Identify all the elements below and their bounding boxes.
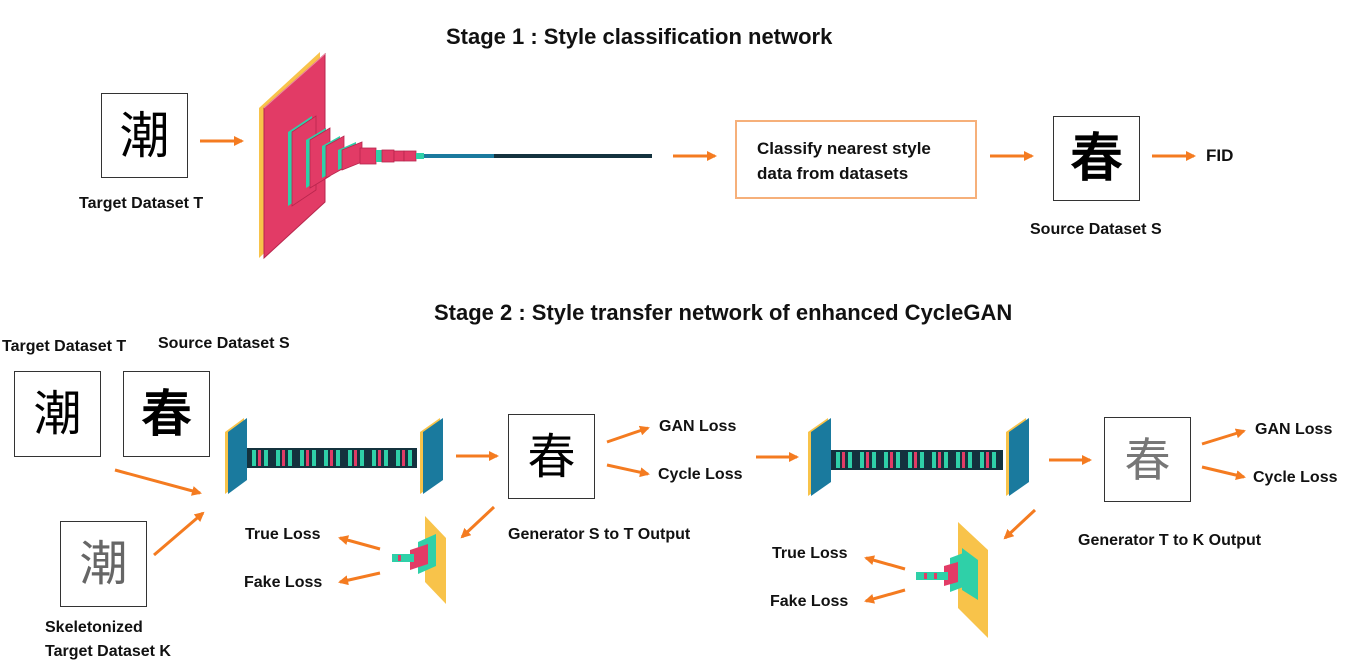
classify-box: Classify nearest style data from dataset…: [735, 120, 977, 199]
stage2-target-label: Target Dataset T: [2, 338, 127, 355]
skeleton-label-line2: Target Dataset K: [45, 643, 171, 660]
gen2-gan-loss: GAN Loss: [1255, 421, 1333, 438]
stage1-source-label: Source Dataset S: [1030, 221, 1162, 238]
fid-label: FID: [1206, 146, 1234, 165]
gen2-output-label: Generator T to K Output: [1078, 532, 1262, 549]
gen1-gan-loss: GAN Loss: [659, 418, 737, 435]
skeleton-image: 潮: [60, 521, 147, 607]
discriminator-2: [916, 522, 988, 638]
stage1-title: Stage 1 : Style classification network: [446, 24, 833, 49]
gen2-output-glyph: 春: [1124, 432, 1171, 487]
classify-text: Classify nearest style data from dataset…: [757, 139, 931, 183]
gen1-output-glyph: 春: [527, 428, 576, 485]
stage1-target-image: 潮: [101, 93, 188, 178]
stage2-source-image: 春: [123, 371, 210, 457]
skeleton-glyph: 潮: [79, 536, 128, 592]
gen2-output-image: 春: [1104, 417, 1191, 502]
stage1-target-label: Target Dataset T: [79, 195, 204, 212]
stage2-source-label: Source Dataset S: [158, 335, 290, 352]
skeleton-label-line1: Skeletonized: [45, 619, 143, 636]
disc1-fake-loss: Fake Loss: [244, 574, 323, 591]
stage2-title: Stage 2 : Style transfer network of enha…: [434, 300, 1013, 325]
generator-s-to-t: [225, 418, 443, 494]
target-glyph: 潮: [33, 386, 82, 442]
arrows: [114, 136, 1246, 604]
stage1-source-image: 春: [1053, 116, 1140, 201]
disc1-true-loss: True Loss: [245, 526, 321, 543]
disc2-fake-loss: Fake Loss: [770, 593, 849, 610]
source-glyph: 春: [141, 384, 192, 443]
disc2-true-loss: True Loss: [772, 545, 848, 562]
gen1-output-label: Generator S to T Output: [508, 526, 691, 543]
discriminator-1: [392, 516, 446, 604]
gen2-cycle-loss: Cycle Loss: [1253, 469, 1338, 486]
gen1-output-image: 春: [508, 414, 595, 499]
stage2-target-image: 潮: [14, 371, 101, 457]
source-glyph: 春: [1070, 127, 1123, 189]
classification-cnn: [259, 52, 652, 260]
gen1-cycle-loss: Cycle Loss: [658, 466, 743, 483]
generator-t-to-k: [808, 418, 1029, 496]
target-glyph: 潮: [119, 106, 170, 165]
